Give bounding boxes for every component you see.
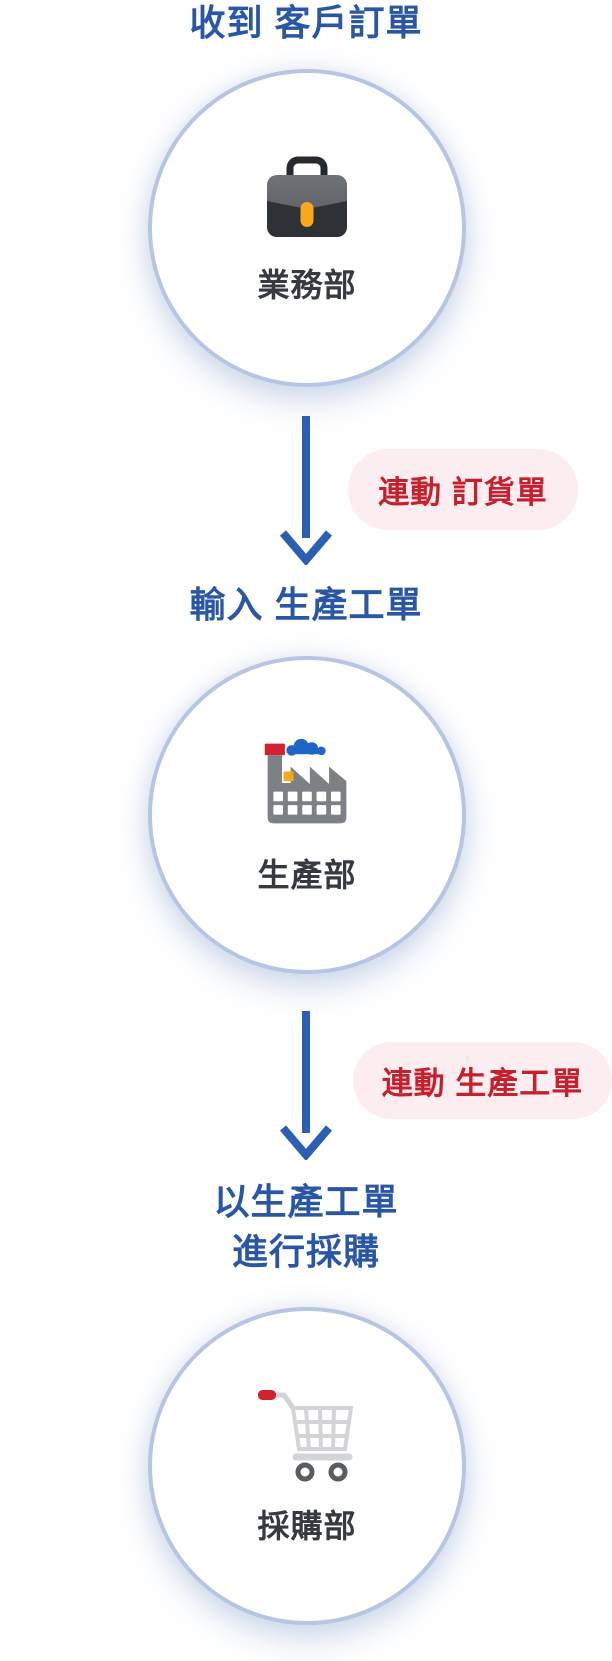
shopping-cart-icon (257, 1387, 357, 1482)
dept-label-purchasing: 採購部 (257, 1507, 357, 1544)
dept-circle-sales: 業務部 (148, 69, 466, 387)
dept-circle-production: 生產部 (148, 656, 466, 974)
dept-circle-purchasing: 採購部 (148, 1307, 466, 1625)
connector-badge-order: 連動 訂貨單 (348, 449, 578, 530)
step1-title: 收到 客戶訂單 (189, 2, 423, 43)
step2-title: 輸入 生產工單 (189, 584, 423, 625)
step3-title: 以生產工單 進行採購 (213, 1181, 399, 1272)
dept-label-sales: 業務部 (257, 267, 357, 303)
down-arrow-icon (279, 1011, 333, 1160)
connector-badge-work-order: 連動 生產工單 (353, 1042, 612, 1119)
briefcase-icon (257, 151, 357, 241)
dept-label-production: 生產部 (257, 857, 357, 893)
factory-icon (259, 735, 355, 831)
down-arrow-icon (279, 416, 333, 565)
